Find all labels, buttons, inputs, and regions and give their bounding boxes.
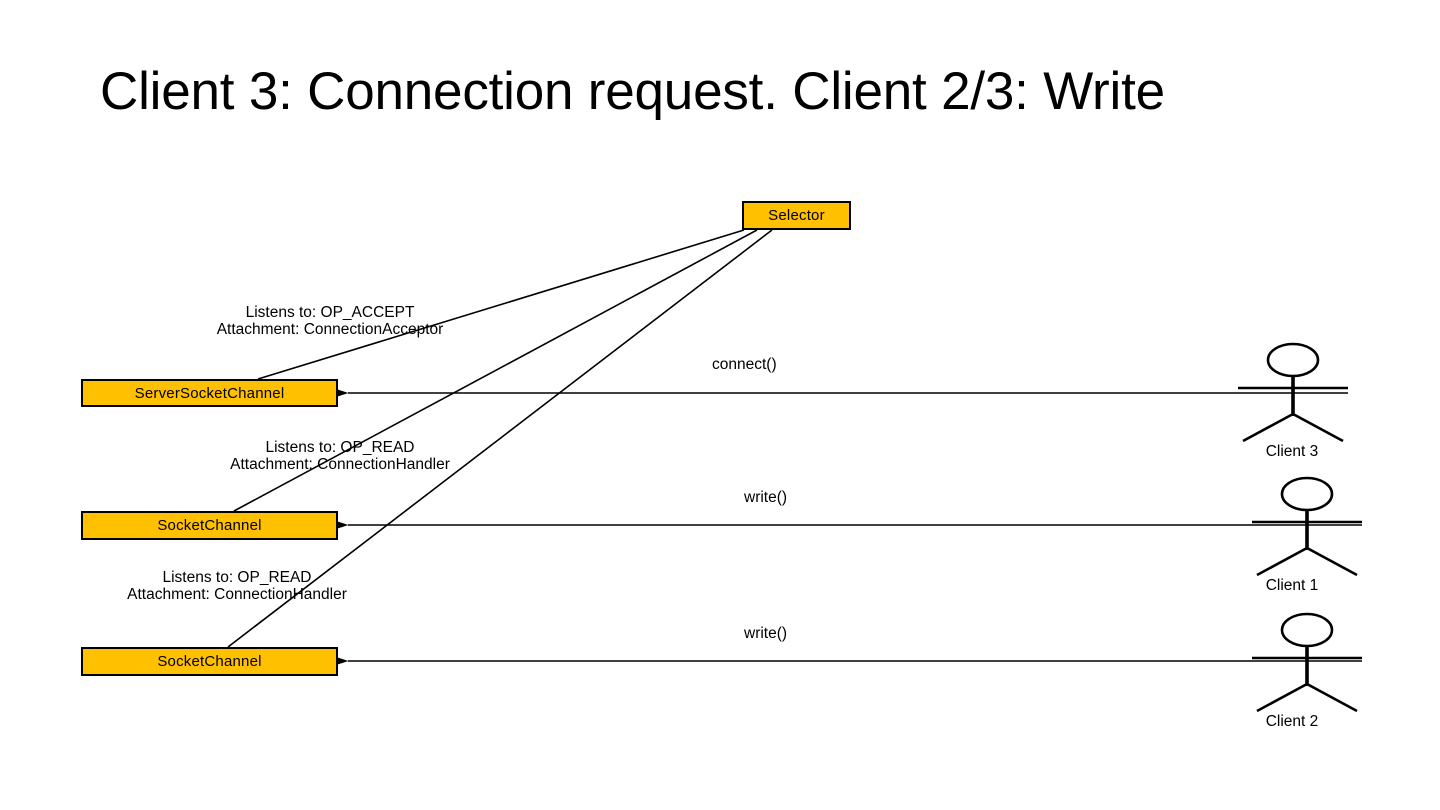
node-server-socket-channel-label: ServerSocketChannel: [134, 384, 285, 402]
registration-attachment-label: Attachment: ConnectionHandler: [127, 585, 347, 603]
registration-line-read-1: [233, 229, 758, 512]
page-title: Client 3: Connection request. Client 2/3…: [100, 62, 1165, 121]
message-arrows: [335, 388, 1362, 666]
actor-client-1: [1252, 476, 1362, 577]
actor-head-icon: [1266, 342, 1320, 378]
message-label-write-1: write(): [744, 489, 788, 506]
actor-head-icon: [1280, 476, 1334, 512]
node-socket-channel-2[interactable]: SocketChannel: [81, 647, 338, 676]
node-selector[interactable]: Selector: [742, 201, 851, 230]
registration-attachment-label: Attachment: ConnectionHandler: [230, 455, 450, 473]
actor-label-client-3: Client 3: [1265, 443, 1319, 460]
actor-leg-right: [1292, 412, 1344, 443]
node-socket-channel-2-label: SocketChannel: [157, 653, 262, 670]
registration-annotation-read-2: Listens to: OP_READ Attachment: Connecti…: [72, 569, 402, 603]
registration-attachment-label: Attachment: ConnectionAcceptor: [216, 320, 444, 338]
actor-label-client-2: Client 2: [1265, 713, 1319, 730]
actor-leg-left: [1242, 412, 1294, 443]
actor-leg-left: [1256, 546, 1308, 577]
node-selector-label: Selector: [768, 207, 825, 224]
actor-client-2: [1252, 612, 1362, 713]
message-label-write-2: write(): [744, 625, 788, 642]
registration-listens-label: Listens to: OP_ACCEPT: [245, 304, 415, 321]
registration-lines: [227, 229, 773, 648]
actor-label-client-1: Client 1: [1265, 577, 1319, 594]
actor-client-3: [1238, 342, 1348, 443]
actor-head-icon: [1280, 612, 1334, 648]
registration-listens-label: Listens to: OP_READ: [162, 569, 312, 586]
registration-annotation-accept: Listens to: OP_ACCEPT Attachment: Connec…: [160, 304, 500, 338]
actor-leg-right: [1306, 546, 1358, 577]
registration-line-accept: [257, 229, 745, 380]
registration-line-read-2: [227, 229, 773, 648]
message-label-connect: connect(): [712, 356, 777, 373]
node-socket-channel-1-label: SocketChannel: [157, 517, 262, 534]
node-server-socket-channel[interactable]: ServerSocketChannel: [81, 379, 338, 407]
node-socket-channel-1[interactable]: SocketChannel: [81, 511, 338, 540]
registration-listens-label: Listens to: OP_READ: [265, 439, 415, 456]
registration-annotation-read-1: Listens to: OP_READ Attachment: Connecti…: [175, 439, 505, 473]
actor-leg-right: [1306, 682, 1358, 713]
actor-leg-left: [1256, 682, 1308, 713]
